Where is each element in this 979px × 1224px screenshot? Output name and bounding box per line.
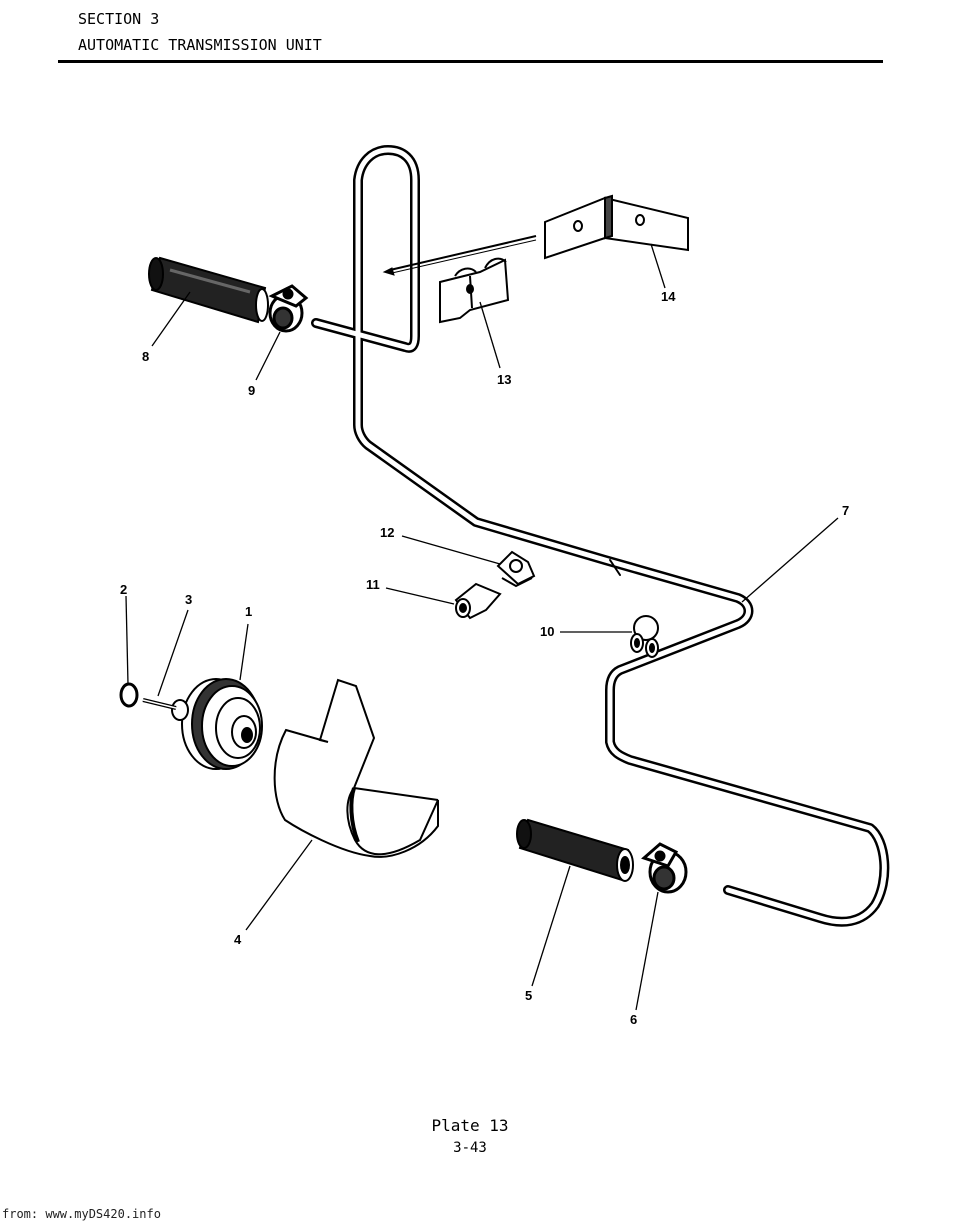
- plate-title: Plate 13: [431, 1116, 509, 1135]
- bracket-14: [544, 194, 689, 260]
- callout-13: 13: [497, 372, 511, 387]
- callout-6: 6: [630, 1012, 637, 1027]
- callout-4: 4: [234, 932, 242, 947]
- pipe-assembly: [311, 145, 890, 927]
- pipe-clip-12: [496, 550, 536, 588]
- callout-7: 7: [842, 503, 849, 518]
- callout-2: 2: [120, 582, 127, 597]
- callout-11: 11: [366, 577, 380, 592]
- callout-5: 5: [525, 988, 532, 1003]
- vacuum-unit-1: [171, 678, 263, 770]
- callout-9: 9: [248, 383, 255, 398]
- callout-10: 10: [540, 624, 554, 639]
- callout-8: 8: [142, 349, 149, 364]
- callout-14: 14: [661, 289, 676, 304]
- source-footer: from: www.myDS420.info: [2, 1207, 161, 1221]
- push-rod-3: [142, 698, 177, 710]
- callout-1: 1: [245, 604, 252, 619]
- section-heading: SECTION 3: [78, 10, 160, 28]
- hose-8: [148, 256, 269, 324]
- pipe-inner: [313, 147, 887, 925]
- hose-clip-9: [268, 284, 309, 333]
- document-title: AUTOMATIC TRANSMISSION UNIT: [78, 36, 322, 54]
- pipe-clip-11: [454, 582, 502, 620]
- pipe-joint: [609, 559, 621, 576]
- o-ring-2: [119, 682, 139, 708]
- page-number: 3-43: [453, 1140, 487, 1156]
- heat-shield-4: [273, 678, 439, 858]
- hose-clip-6: [641, 842, 688, 894]
- callout-12: 12: [380, 525, 394, 540]
- bolt: [382, 235, 537, 276]
- pipe-clip-13: [439, 257, 510, 324]
- hose-5: [516, 818, 634, 882]
- leader-lines: [125, 243, 839, 1011]
- callout-3: 3: [185, 592, 192, 607]
- header-rule: [58, 60, 883, 63]
- pipe-clip-10: [630, 615, 659, 658]
